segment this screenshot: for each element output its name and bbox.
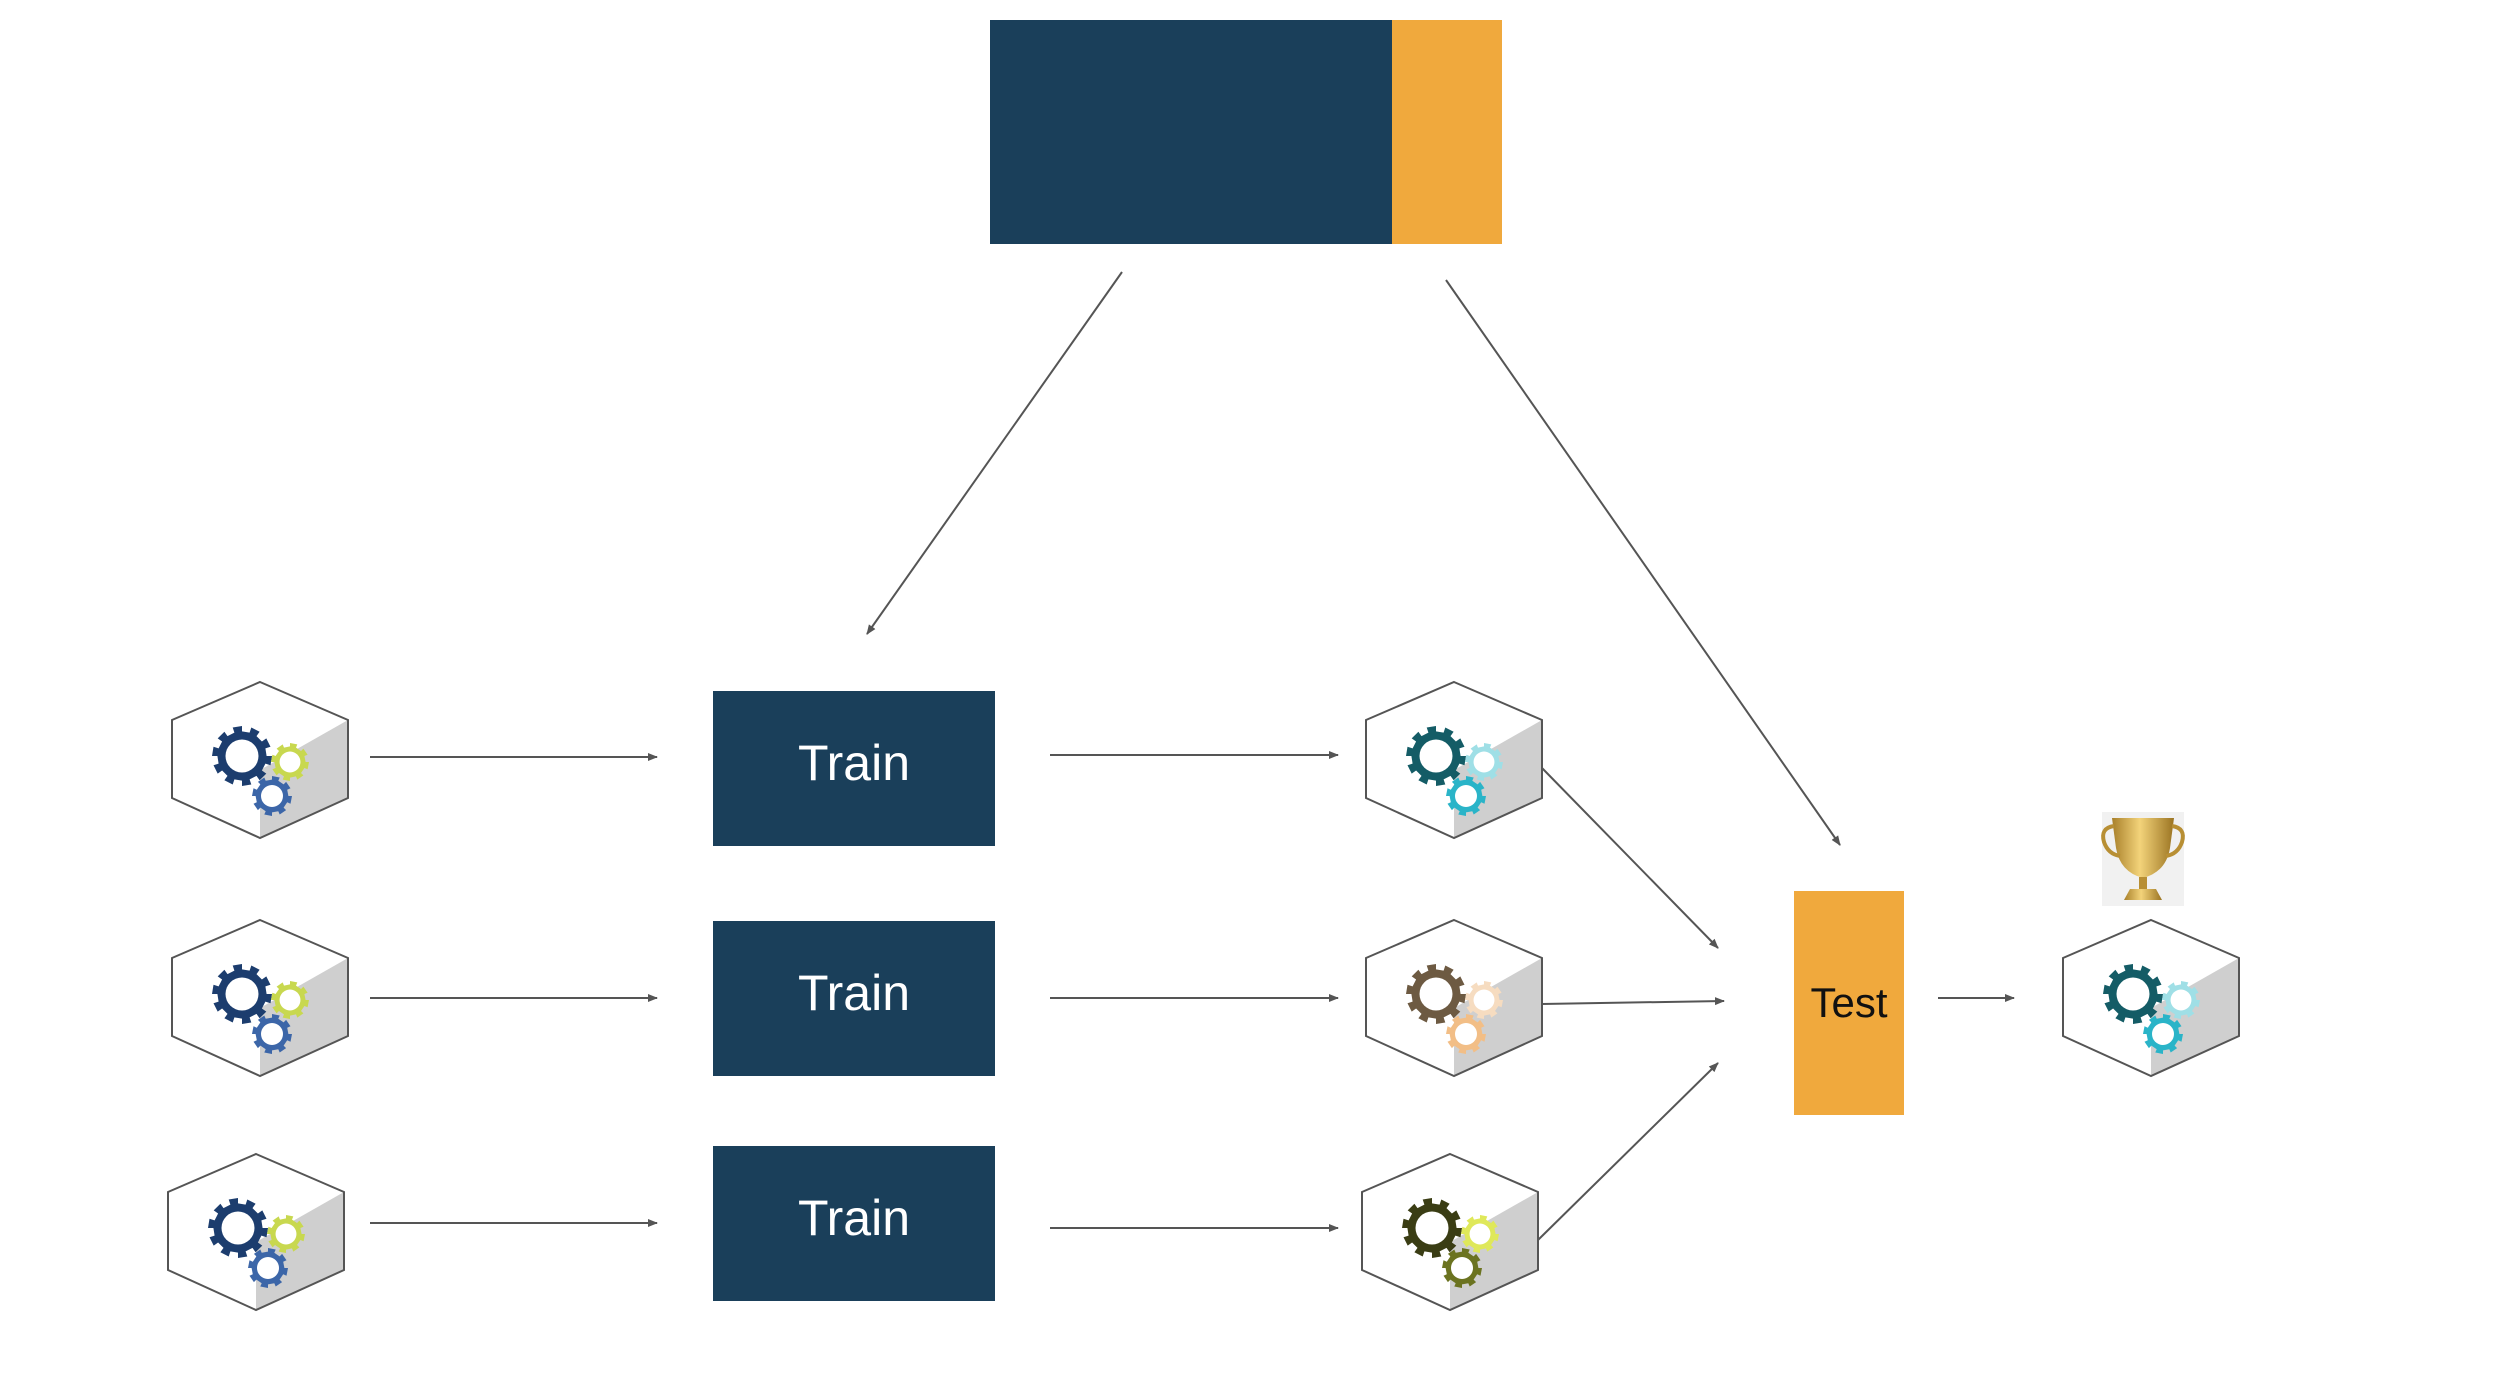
dataset-test-portion xyxy=(1392,20,1502,244)
trophy-icon xyxy=(2101,812,2185,906)
untrained-model-2 xyxy=(171,918,349,1078)
train-step-label: Train xyxy=(798,965,910,1021)
arrow-model-to-test-1 xyxy=(1541,767,1719,949)
model-cubes xyxy=(167,680,2240,1312)
trained-model-1 xyxy=(1365,680,1543,840)
dataset-train-portion xyxy=(990,20,1392,244)
arrow-dataset-to-test xyxy=(1445,279,1841,846)
trained-model-2 xyxy=(1365,918,1543,1078)
gears-icon xyxy=(212,964,309,1054)
gears-icon xyxy=(208,1198,305,1288)
gears-icon xyxy=(1406,964,1503,1054)
test-step: Test xyxy=(1794,891,1904,1115)
train-step-label: Train xyxy=(798,735,910,791)
trained-model-3 xyxy=(1361,1152,1539,1312)
gears-icon xyxy=(1406,726,1503,816)
untrained-model-3 xyxy=(167,1152,345,1312)
arrow-model-to-test-3 xyxy=(1537,1062,1719,1241)
gears-icon xyxy=(212,726,309,816)
gears-icon xyxy=(2103,964,2200,1054)
train-step-2: Train xyxy=(713,921,995,1076)
arrow-dataset-to-train xyxy=(866,271,1123,635)
untrained-model-1 xyxy=(171,680,349,840)
dataset-split-bar xyxy=(990,20,1502,244)
train-step-3: Train xyxy=(713,1146,995,1301)
test-step-label: Test xyxy=(1810,979,1887,1026)
train-step-label: Train xyxy=(798,1190,910,1246)
winner-model xyxy=(2062,918,2240,1078)
arrows xyxy=(370,271,2015,1241)
train-step-1: Train xyxy=(713,691,995,846)
gears-icon xyxy=(1402,1198,1499,1288)
arrow-model-to-test-2 xyxy=(1541,997,1725,1006)
